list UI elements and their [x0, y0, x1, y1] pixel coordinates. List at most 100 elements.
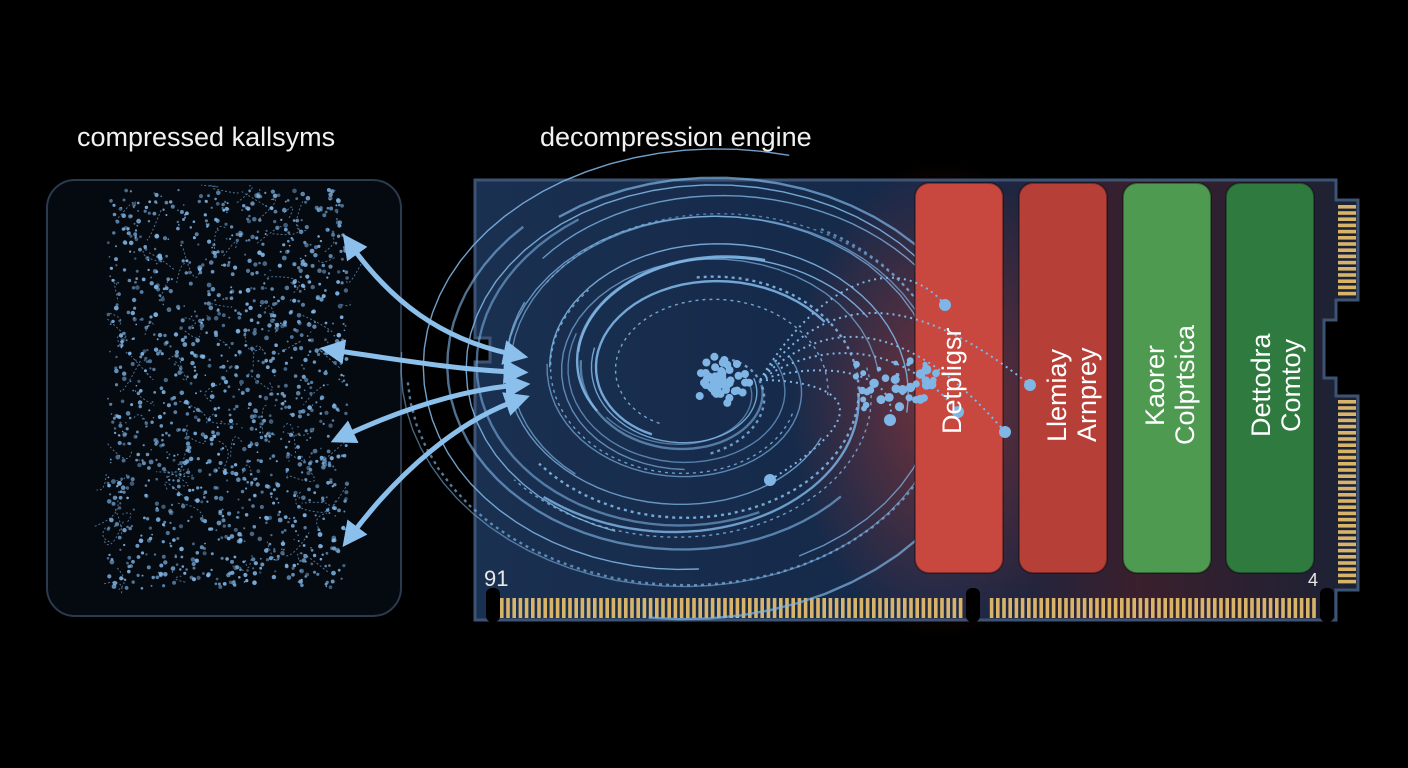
noise-dot [273, 550, 276, 553]
noise-dot [128, 526, 132, 531]
noise-dot [280, 541, 286, 546]
noise-dot [252, 299, 256, 303]
noise-dot [326, 449, 331, 454]
noise-dot [214, 495, 219, 500]
noise-dot [181, 259, 185, 263]
stream-particle [876, 395, 886, 405]
noise-dot [144, 493, 148, 497]
noise-dot [293, 328, 297, 332]
noise-dot [310, 263, 315, 268]
gold-pin [1237, 598, 1242, 618]
gold-pin [1306, 598, 1310, 618]
symbol-column-1 [914, 182, 1004, 574]
noise-dot [210, 382, 216, 388]
noise-dot [268, 556, 273, 561]
noise-dot [109, 517, 114, 523]
noise-dot [174, 373, 178, 377]
gold-pin [791, 598, 795, 618]
noise-dot [169, 542, 172, 545]
noise-dot [262, 261, 268, 267]
noise-dot [216, 250, 220, 254]
tendril-node [952, 406, 964, 418]
noise-dot [342, 322, 345, 326]
noise-strand [117, 335, 123, 349]
noise-dot [271, 432, 274, 436]
gold-pin [1089, 598, 1093, 618]
noise-dot [308, 456, 311, 458]
noise-strand [115, 200, 136, 222]
noise-dot [267, 515, 273, 521]
noise-dot [239, 568, 242, 571]
noise-dot [341, 380, 344, 383]
noise-dot [297, 426, 299, 428]
gold-pin [927, 598, 932, 618]
noise-dot [259, 300, 265, 305]
noise-dot [242, 204, 246, 208]
noise-dot [146, 348, 149, 352]
gold-pin [580, 598, 585, 618]
noise-dot [309, 391, 313, 396]
noise-dot [216, 520, 222, 526]
noise-dot [234, 354, 237, 357]
compressed-data-texture [94, 184, 364, 594]
noise-strand [303, 384, 329, 406]
noise-dot [145, 452, 150, 457]
noise-dot [202, 572, 205, 575]
noise-dot [334, 189, 336, 192]
noise-strand [261, 404, 267, 435]
noise-dot [316, 572, 320, 576]
noise-dot [201, 520, 203, 522]
noise-strand [178, 400, 208, 424]
noise-dot [147, 259, 150, 262]
noise-dot [344, 490, 349, 495]
noise-dot [307, 280, 312, 284]
noise-dot [182, 204, 185, 206]
noise-dot [205, 331, 208, 335]
noise-dot [170, 397, 174, 401]
noise-strand [287, 427, 315, 436]
noise-dot [266, 431, 271, 436]
column-label-2-line1: Llemiay [1042, 348, 1072, 442]
noise-dot [328, 264, 333, 269]
noise-dot [109, 275, 112, 278]
noise-dot [247, 258, 252, 263]
noise-dot [176, 479, 180, 483]
noise-dot [268, 419, 274, 424]
noise-dot [231, 234, 234, 237]
noise-dot [307, 382, 310, 386]
noise-dot [217, 312, 221, 316]
gold-pin [661, 598, 665, 618]
noise-dot [230, 272, 235, 277]
noise-dot [192, 236, 196, 240]
noise-dot [233, 407, 236, 411]
noise-dot [129, 250, 132, 253]
noise-dot [326, 480, 330, 485]
noise-dot [211, 430, 215, 435]
noise-dot [190, 351, 195, 355]
column-label-4-line1: Dettodra [1246, 333, 1276, 437]
stream-particle [884, 393, 894, 402]
noise-dot [129, 214, 133, 218]
noise-dot [343, 329, 346, 332]
noise-dot [113, 427, 117, 430]
noise-dot [246, 374, 250, 378]
noise-dot [168, 510, 174, 516]
noise-dot [329, 480, 333, 484]
noise-dot [109, 266, 113, 270]
noise-dot [117, 344, 120, 348]
noise-dot [291, 572, 295, 577]
noise-strand [184, 330, 201, 339]
noise-dot [119, 490, 123, 494]
noise-strand [102, 526, 110, 543]
noise-dot [213, 407, 217, 411]
noise-dot [153, 192, 156, 195]
noise-dot [321, 496, 325, 500]
noise-dot [256, 469, 261, 474]
noise-dot [141, 459, 144, 462]
noise-dot [135, 269, 139, 273]
noise-dot [223, 379, 229, 385]
noise-dot [220, 447, 223, 451]
noise-dot [240, 489, 245, 494]
noise-dot [309, 380, 314, 385]
